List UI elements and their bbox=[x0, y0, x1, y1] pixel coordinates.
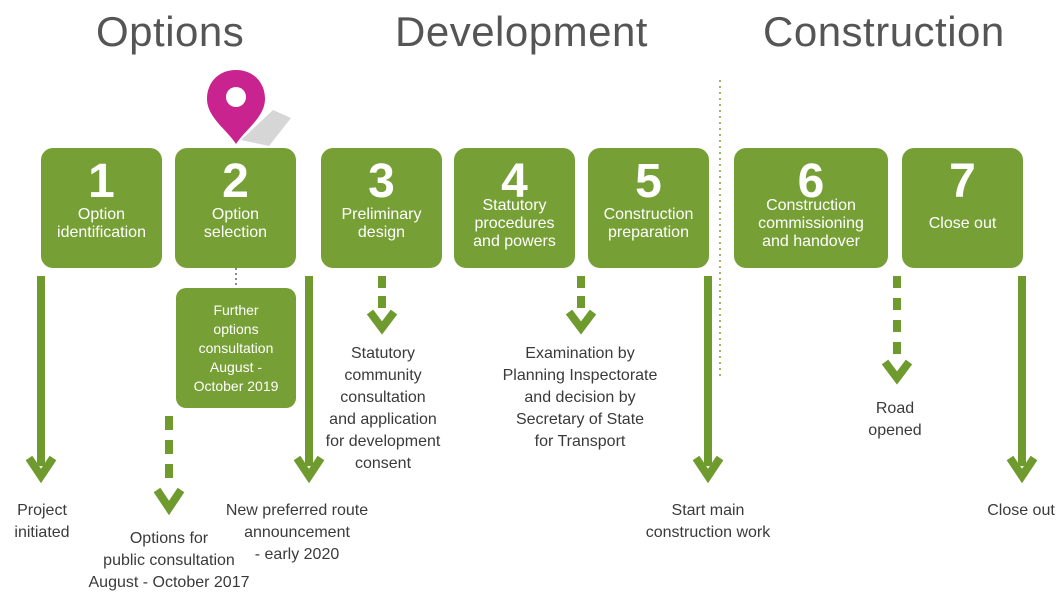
stage-number: 7 bbox=[949, 155, 976, 208]
arrow-start-construction bbox=[692, 276, 724, 484]
caption-options-public-consultation: Options for public consultation August -… bbox=[88, 530, 250, 591]
stage-label: Option identification bbox=[57, 206, 146, 241]
caption-new-preferred-route: New preferred route announcement - early… bbox=[225, 502, 369, 563]
arrow-examination bbox=[565, 276, 597, 335]
stage-4-box: 4 Statutory procedures and powers bbox=[454, 148, 575, 268]
location-pin-icon bbox=[207, 70, 291, 146]
stage-3-box: 3 Preliminary design bbox=[321, 148, 442, 268]
stage-2-box: 2 Option selection bbox=[175, 148, 296, 268]
stage-1-box: 1 Option identification bbox=[41, 148, 162, 268]
stage-number: 3 bbox=[368, 155, 395, 208]
phase-development: Development bbox=[395, 8, 648, 55]
stage-label: Construction commissioning and handover bbox=[758, 197, 864, 250]
stage-label: Statutory procedures and powers bbox=[473, 197, 556, 250]
caption-start-construction: Start main construction work bbox=[645, 502, 771, 541]
caption-close-out: Close out bbox=[987, 502, 1055, 519]
arrow-road-opened bbox=[881, 276, 913, 385]
caption-road-opened: Road opened bbox=[868, 400, 922, 439]
stage-number: 2 bbox=[222, 155, 249, 208]
stage-number: 4 bbox=[501, 155, 528, 208]
stage-label: Option selection bbox=[203, 206, 268, 241]
further-options-consultation-box: Further options consultation August - Oc… bbox=[176, 288, 296, 408]
stage-5-box: 5 Construction preparation bbox=[588, 148, 709, 268]
stage-label: Construction preparation bbox=[603, 206, 694, 241]
phase-options: Options bbox=[96, 8, 245, 55]
arrow-statutory-consultation bbox=[366, 276, 398, 335]
stage-number: 1 bbox=[88, 155, 115, 208]
stage-number: 5 bbox=[635, 155, 662, 208]
phase-construction: Construction bbox=[763, 8, 1005, 55]
stage-6-box: 6 Construction commissioning and handove… bbox=[734, 148, 888, 268]
stage-label: Close out bbox=[928, 215, 997, 232]
arrow-close-out bbox=[1006, 276, 1038, 484]
arrow-project-initiated bbox=[25, 276, 57, 484]
stage-7-box: 7 Close out bbox=[902, 148, 1023, 268]
arrow-new-preferred-route bbox=[293, 276, 325, 484]
stage-number: 6 bbox=[797, 155, 825, 208]
caption-statutory-consultation: Statutory community consultation and app… bbox=[325, 345, 441, 472]
caption-project-initiated: Project initiated bbox=[14, 502, 70, 541]
stage-label: Preliminary design bbox=[341, 206, 422, 241]
caption-examination: Examination by Planning Inspectorate and… bbox=[502, 345, 658, 450]
arrow-options-public-consultation bbox=[153, 416, 185, 516]
